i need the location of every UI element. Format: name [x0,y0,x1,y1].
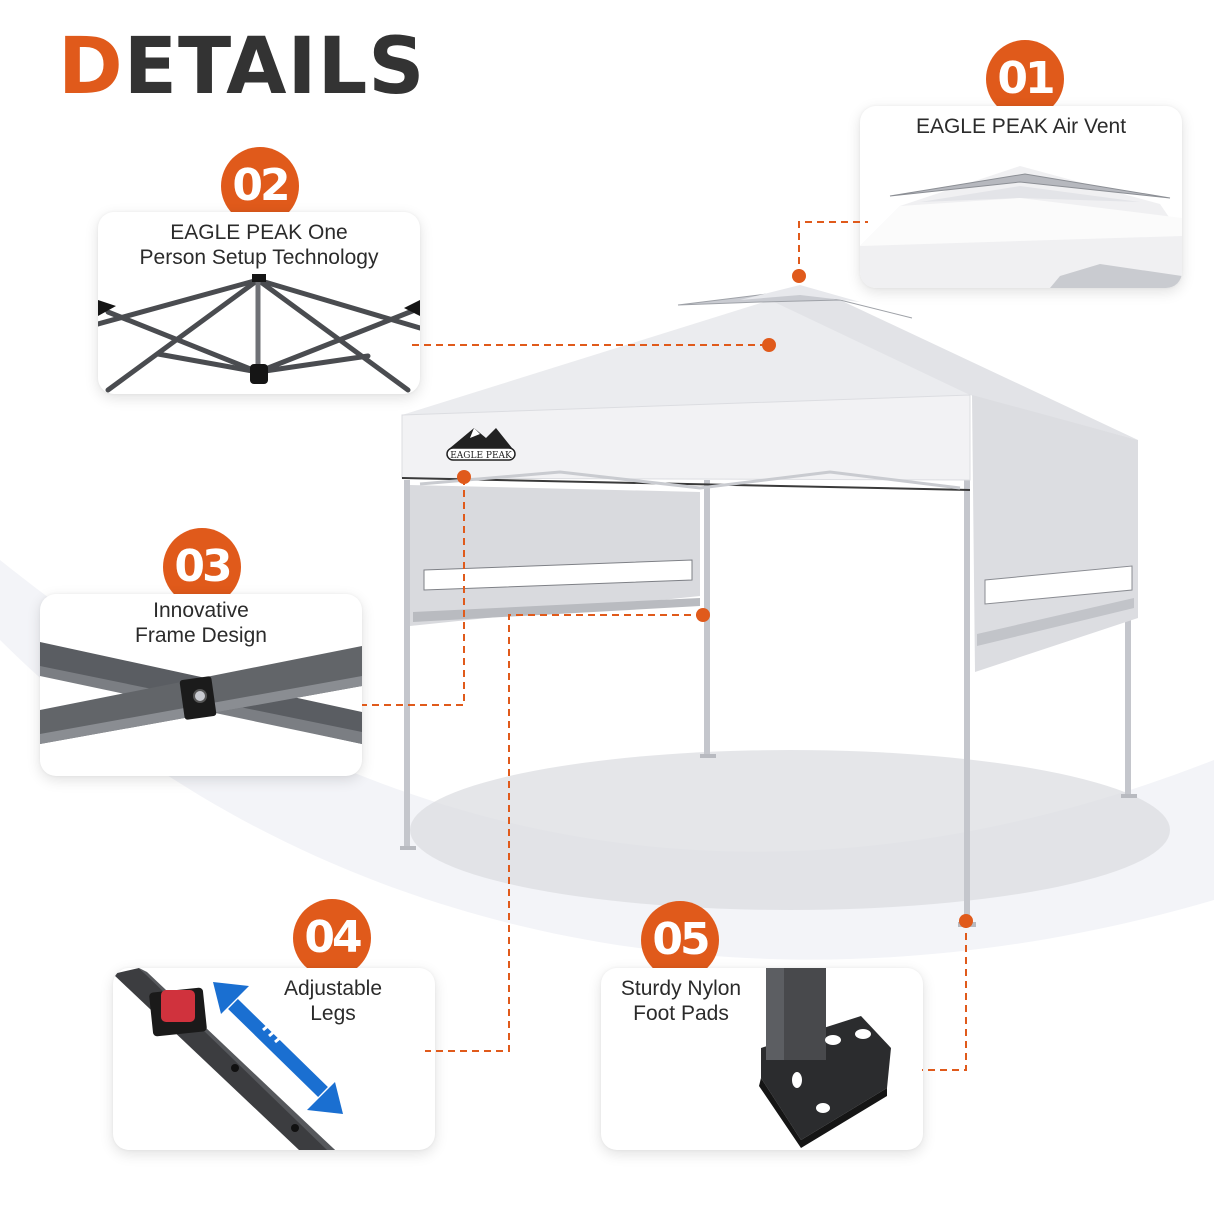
feature-label-foot-pads: Sturdy Nylon Foot Pads [620,977,742,1025]
feature-label-setup-technology: EAGLE PEAK One Person Setup Technology [139,221,379,269]
feature-badge-04: 04 [293,899,371,977]
feature-card-frame-design: Innovative Frame Design [40,594,362,776]
air-vent-image [860,166,1182,288]
hotspot-frame-design[interactable] [457,470,471,484]
double-arrow-icon [213,982,343,1114]
foot-pad-image [759,968,891,1148]
feature-badge-01: 01 [986,40,1064,118]
feature-card-foot-pads: Sturdy Nylon Foot Pads [601,968,923,1150]
hotspot-adjustable-legs[interactable] [696,608,710,622]
brand-logo-text: EAGLE PEAK [450,451,512,461]
leg-button-image [113,968,343,1150]
feature-label-air-vent: EAGLE PEAK Air Vent [915,115,1127,138]
page-title: DETAILS [58,28,425,106]
truss-joint-image [40,642,362,744]
hotspot-air-vent[interactable] [792,269,806,283]
feature-label-frame-design: Innovative Frame Design [135,599,267,647]
feature-badge-03: 03 [163,528,241,606]
title-accent-letter: D [58,22,124,112]
frame-hub-image [98,274,420,393]
feature-card-adjustable-legs: Adjustable Legs [113,968,435,1150]
mountain-logo-icon [446,428,516,461]
title-rest: ETAILS [123,22,426,112]
feature-card-setup-technology: EAGLE PEAK One Person Setup Technology [98,212,420,394]
hotspot-setup-technology[interactable] [762,338,776,352]
feature-card-air-vent: EAGLE PEAK Air Vent [860,106,1182,288]
hotspot-foot-pads[interactable] [959,914,973,928]
feature-label-adjustable-legs: Adjustable Legs [283,977,383,1025]
